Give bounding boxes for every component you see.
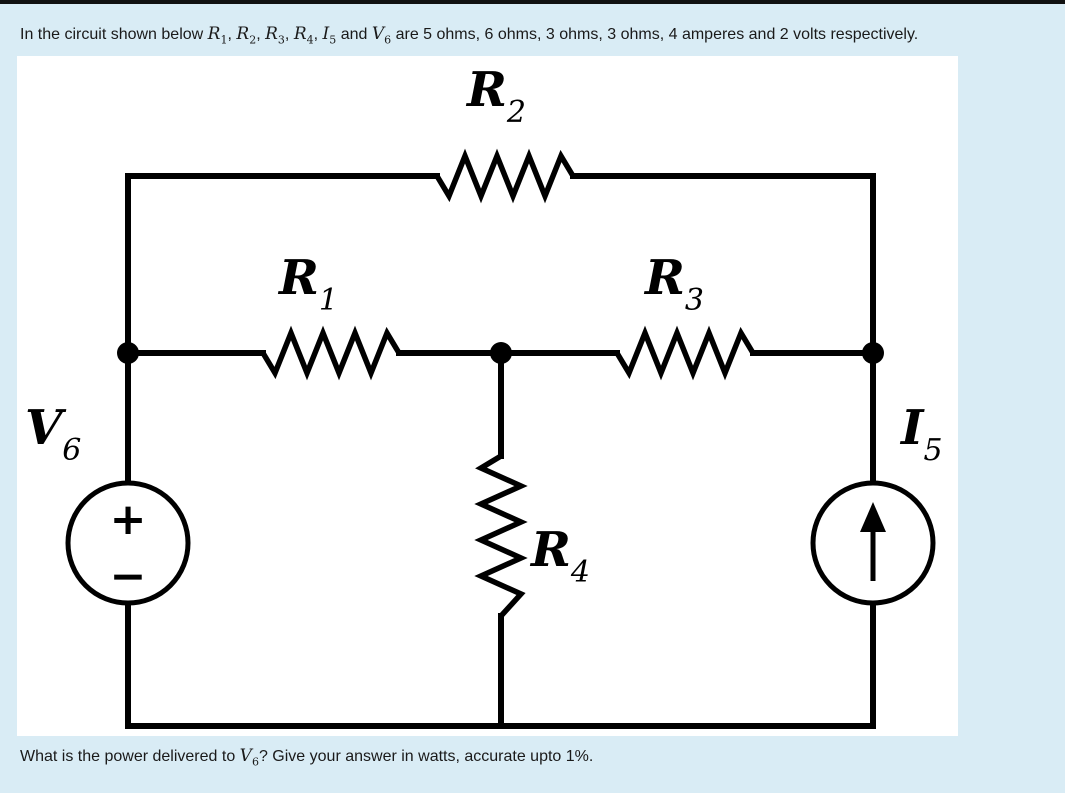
label-v6: V6 <box>25 400 81 468</box>
prompt-var-v6: V6 <box>239 746 259 769</box>
var-r2: R2 <box>236 24 257 47</box>
voltage-source-v6 <box>65 480 191 606</box>
top-bar <box>0 0 1065 4</box>
var-r3: R3 <box>265 24 285 47</box>
prompt-post: ? Give your answer in watts, accurate up… <box>258 748 594 765</box>
label-r4: R4 <box>529 522 590 590</box>
question-statement: In the circuit shown below R1, R2, R3, R… <box>20 24 919 47</box>
values-text: are 5 ohms, 6 ohms, 3 ohms, 3 ohms, 4 am… <box>395 26 919 43</box>
resistor-r4 <box>474 453 528 618</box>
node-left <box>117 342 139 364</box>
current-arrow-head <box>860 502 886 532</box>
wire-top-right <box>570 173 876 356</box>
node-center <box>490 342 512 364</box>
var-r1: R1 <box>207 24 228 47</box>
var-r4: R4 <box>293 24 314 47</box>
node-right <box>862 342 884 364</box>
label-r3: R3 <box>643 250 704 318</box>
label-r2: R2 <box>465 62 526 130</box>
resistor-r2 <box>434 148 576 204</box>
circuit-diagram: + − R2 R1 R3 R4 V6 I5 <box>17 56 958 736</box>
label-r1: R1 <box>277 250 338 318</box>
voltage-minus-sign: − <box>110 551 147 602</box>
var-i5: I5 <box>322 24 337 47</box>
prompt-pre: What is the power delivered to <box>20 748 236 765</box>
wire-top <box>125 173 440 356</box>
label-i5: I5 <box>899 400 943 468</box>
voltage-plus-sign: + <box>110 494 147 545</box>
circuit-svg: + − R2 R1 R3 R4 V6 I5 <box>25 62 943 729</box>
question-intro: In the circuit shown below <box>20 26 204 43</box>
var-v6: V6 <box>371 24 392 47</box>
resistor-r3 <box>614 325 756 381</box>
and-word: and <box>340 26 368 43</box>
question-prompt: What is the power delivered to V6? Give … <box>20 746 593 768</box>
resistor-r1 <box>260 325 402 381</box>
